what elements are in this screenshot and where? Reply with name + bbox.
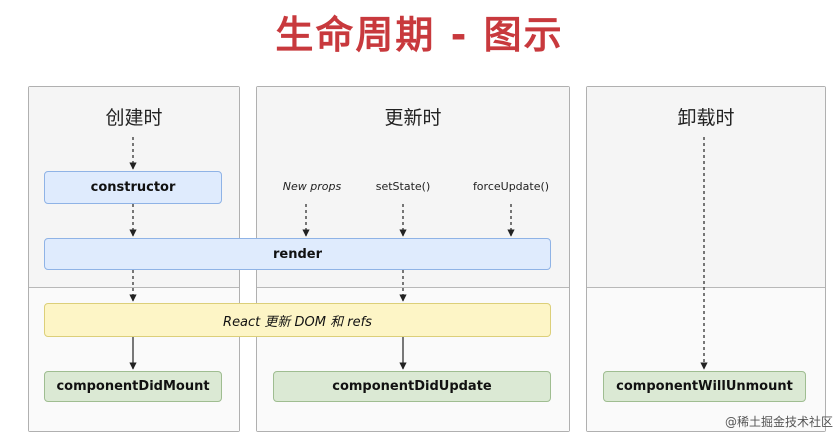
- page-title: 生命周期 - 图示: [275, 13, 564, 57]
- column-update-heading: 更新时: [384, 107, 442, 129]
- trigger-new-props: New props: [282, 180, 342, 193]
- component-did-update-box: componentDidUpdate: [273, 371, 551, 402]
- constructor-box: constructor: [44, 171, 222, 204]
- column-mount-heading: 创建时: [105, 107, 163, 129]
- component-will-unmount-box: componentWillUnmount: [603, 371, 806, 402]
- trigger-force-update: forceUpdate(): [472, 180, 550, 193]
- column-unmount-heading: 卸载时: [677, 107, 735, 129]
- react-update-dom-box: React 更新 DOM 和 refs: [44, 303, 551, 337]
- watermark: @稀土掘金技术社区: [724, 415, 833, 429]
- component-did-mount-box: componentDidMount: [44, 371, 222, 402]
- render-box: render: [44, 238, 551, 270]
- trigger-set-state: setState(): [375, 180, 431, 193]
